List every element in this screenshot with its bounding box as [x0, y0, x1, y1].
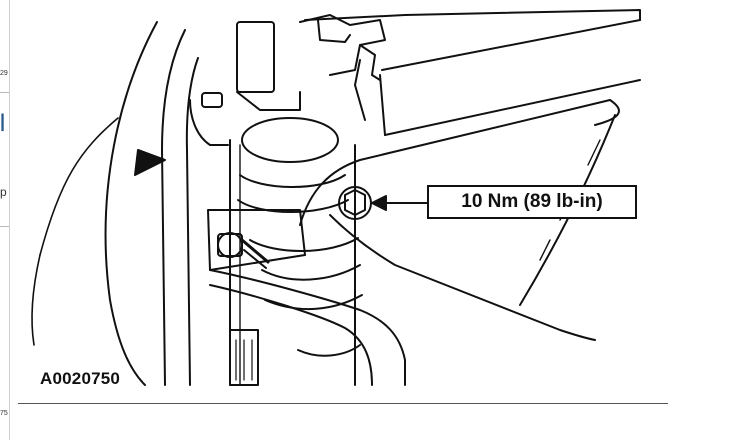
shroud-edge-hatch: [587, 139, 601, 166]
direction-arrow-left: [134, 149, 166, 176]
edge-divider: [0, 226, 9, 227]
support-arm-lower: [329, 214, 596, 341]
coil-band: [239, 174, 346, 188]
bracket-lines: [359, 44, 381, 81]
top-bolt-neck: [189, 99, 229, 146]
support-arm-right-end: [594, 99, 620, 126]
coil-band: [261, 264, 361, 281]
bracket-lines-2: [354, 59, 366, 121]
figure-bottom-rule: [18, 403, 668, 404]
left-window-edge: 29 | p 75: [0, 0, 10, 440]
edge-text-fragment: p: [0, 185, 7, 199]
shroud-edge-right: [519, 114, 616, 306]
top-small-bolt: [201, 92, 223, 108]
left-body-panel-inner: [39, 117, 119, 256]
callout-arrowhead: [371, 195, 387, 211]
coil-ring: [241, 117, 339, 163]
shroud-slant-1: [381, 19, 641, 71]
coil-band: [297, 344, 361, 357]
mounting-block: [207, 209, 306, 271]
hose-upper: [209, 269, 406, 386]
edge-text-fragment: 29: [0, 70, 8, 77]
hose-lower: [209, 284, 373, 386]
lower-bracket-slot: [229, 329, 259, 386]
coil-band: [237, 199, 349, 213]
coil-band: [249, 237, 359, 252]
left-body-panel-outer: [104, 21, 158, 386]
upper-tube-base: [236, 91, 301, 111]
edge-text-fragment: |: [0, 111, 6, 131]
bracket-top-2: [317, 19, 351, 43]
shroud-top-edge: [304, 9, 641, 21]
bolt-thread: [240, 238, 270, 264]
shroud-front: [379, 74, 386, 136]
frame-panel-left-inner: [185, 57, 199, 386]
edge-text-fragment: 75: [0, 410, 8, 417]
bracket-top: [299, 14, 386, 76]
frame-panel-left: [161, 29, 186, 386]
panel-edge-curve: [31, 254, 41, 346]
upper-tube: [236, 21, 275, 93]
edge-divider: [0, 92, 9, 93]
torque-bolt-head: [344, 189, 366, 216]
shroud-edge-hatch: [539, 239, 551, 261]
mounting-bolt-hex: [217, 233, 243, 257]
lower-bracket-slot-line: [235, 339, 253, 381]
torque-spec-callout: 10 Nm (89 lb-in): [427, 185, 637, 219]
shroud-slant-2: [384, 79, 641, 136]
figure-id-label: A0020750: [40, 369, 121, 388]
bolt-thread-2: [243, 249, 267, 269]
support-arm-upper: [299, 99, 611, 226]
coil-band: [264, 294, 363, 310]
